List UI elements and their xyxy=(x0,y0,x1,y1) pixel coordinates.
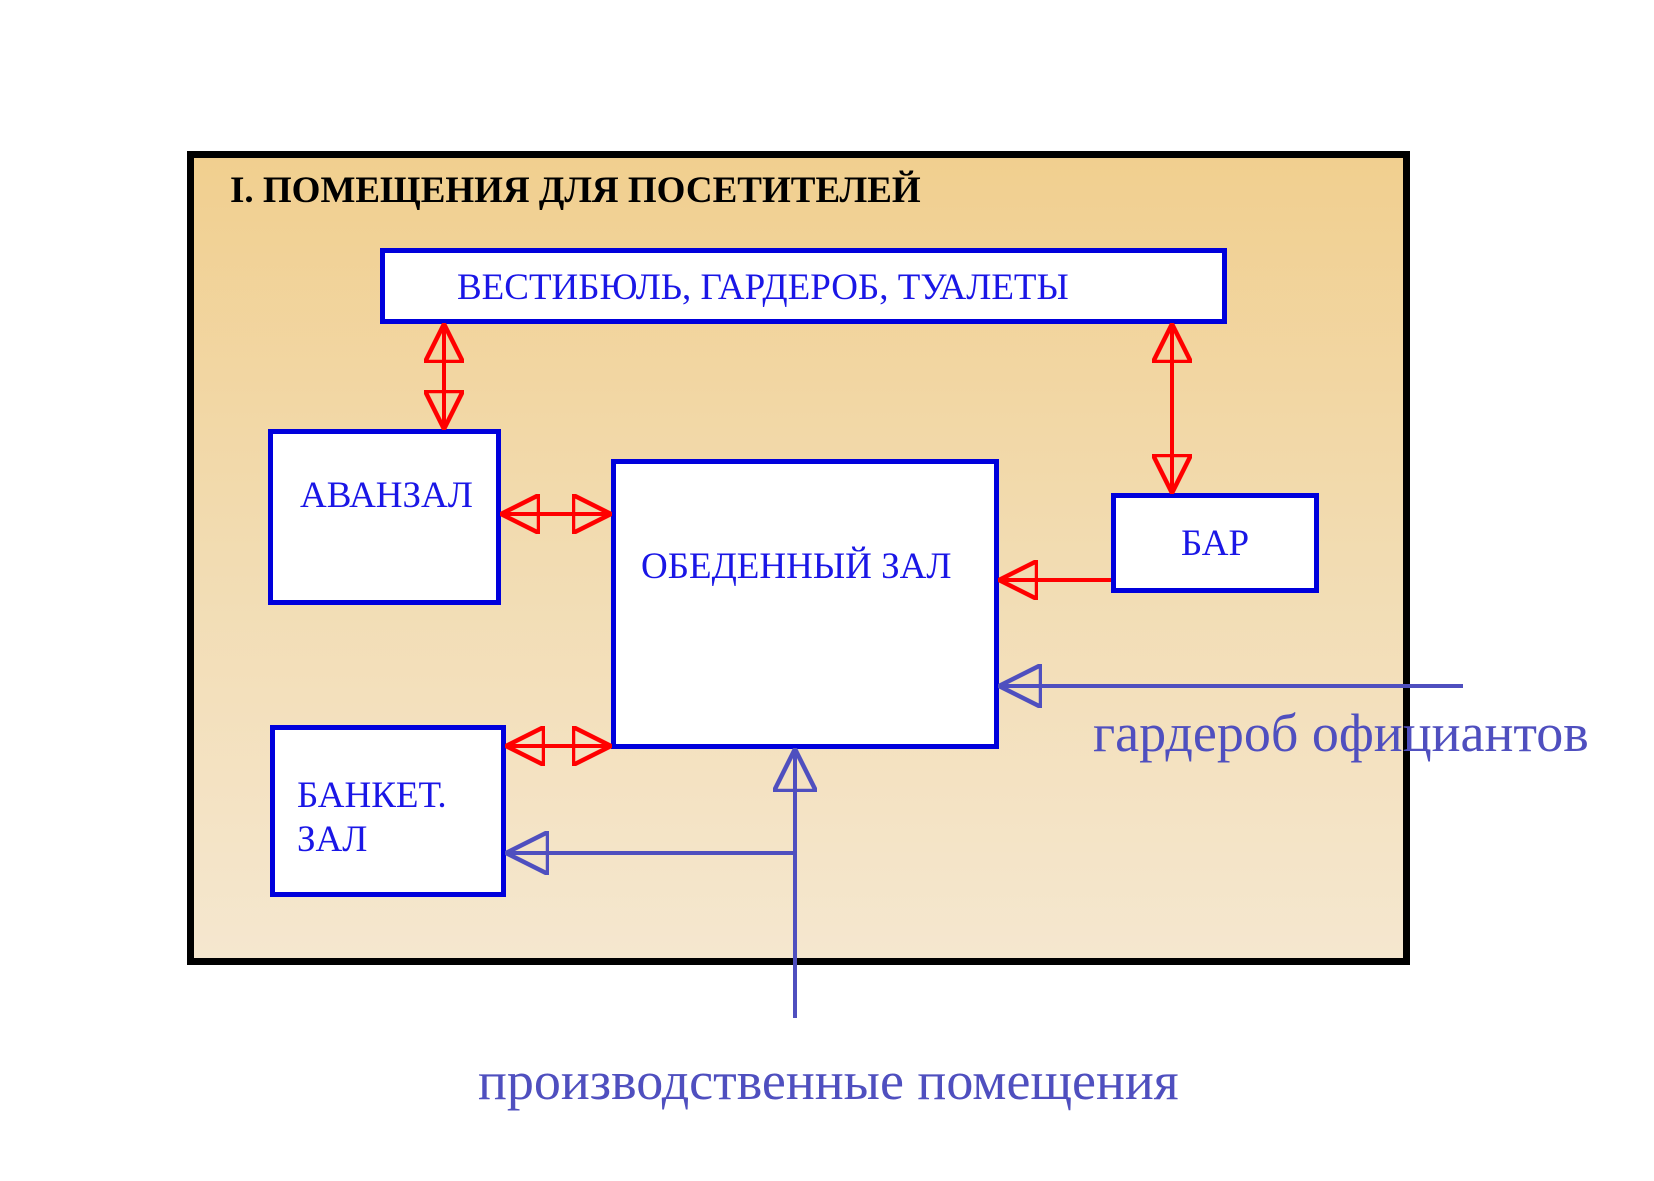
room-bar-label: БАР xyxy=(1181,523,1250,564)
room-banquet-hall-label: БАНКЕТ. ЗАЛ xyxy=(297,775,447,860)
room-lobby-wardrobe-toilets: ВЕСТИБЮЛЬ, ГАРДЕРОБ, ТУАЛЕТЫ xyxy=(380,248,1227,324)
section-title: I. ПОМЕЩЕНИЯ ДЛЯ ПОСЕТИТЕЛЕЙ xyxy=(230,170,921,211)
room-bar: БАР xyxy=(1111,493,1319,593)
room-dining-hall: ОБЕДЕННЫЙ ЗАЛ xyxy=(611,459,999,749)
room-lobby-label: ВЕСТИБЮЛЬ, ГАРДЕРОБ, ТУАЛЕТЫ xyxy=(457,267,1069,308)
production-rooms-label: производственные помещения xyxy=(478,1051,1179,1111)
room-anteroom-label: АВАНЗАЛ xyxy=(300,475,473,516)
room-banquet-hall: БАНКЕТ. ЗАЛ xyxy=(270,725,506,897)
room-dining-hall-label: ОБЕДЕННЫЙ ЗАЛ xyxy=(641,546,952,587)
room-anteroom: АВАНЗАЛ xyxy=(268,429,501,605)
waiters-wardrobe-label: гардероб официантов xyxy=(1093,703,1589,763)
